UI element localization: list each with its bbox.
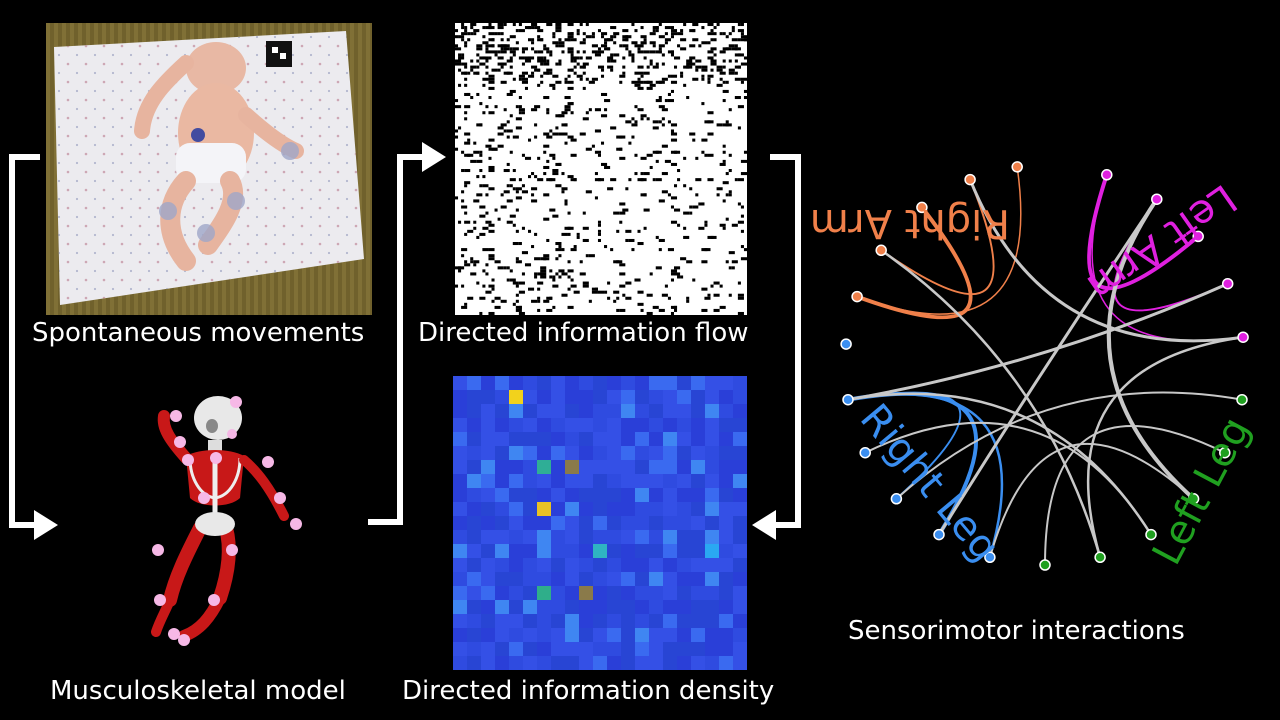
chord-node — [1094, 551, 1106, 564]
arrow-flow-to-density — [770, 154, 801, 528]
chord-link — [937, 198, 1159, 536]
chord-links — [847, 166, 1244, 566]
information-density-matrix — [453, 376, 747, 670]
chord-link — [895, 391, 1243, 500]
chord-node — [1219, 446, 1231, 459]
infant-photo — [46, 23, 372, 315]
chord-node — [875, 244, 887, 257]
chord-link — [880, 179, 995, 296]
arrow-right-icon — [422, 142, 446, 172]
chord-node — [1151, 193, 1163, 205]
chord-node — [1011, 161, 1023, 173]
chord-node — [1237, 331, 1249, 343]
information-flow-matrix — [455, 23, 751, 315]
infant-photo-illustration — [46, 23, 372, 315]
chord-node — [851, 290, 863, 303]
chord-node — [916, 201, 928, 214]
chord-link — [1086, 335, 1244, 558]
chord-link — [864, 421, 1152, 536]
musculoskeletal-model — [120, 378, 320, 658]
caption-directed-information-density: Directed information density — [402, 676, 775, 706]
chord-node — [890, 493, 903, 505]
chord-diagram: Right Arm Left Arm Right Leg Left Leg — [810, 161, 1259, 572]
chord-node — [964, 173, 976, 186]
arrow-photo-to-model — [9, 154, 40, 528]
chord-node — [1039, 559, 1051, 571]
chord-node — [1187, 493, 1200, 505]
arrow-left-icon — [752, 510, 776, 540]
information-density-heatmap — [453, 376, 747, 670]
chord-node — [842, 393, 854, 406]
label-right-arm: Right Arm — [810, 200, 1010, 246]
chord-node — [1101, 169, 1113, 181]
chord-link — [856, 166, 1022, 315]
chord-node — [1221, 277, 1234, 290]
chord-link — [968, 179, 1244, 343]
arrow-model-to-flow — [368, 154, 424, 525]
caption-directed-information-flow: Directed information flow — [418, 318, 749, 348]
chord-link — [1044, 425, 1226, 566]
caption-musculoskeletal-model: Musculoskeletal model — [50, 676, 346, 706]
chord-node — [1192, 230, 1204, 243]
chord-node — [859, 446, 871, 459]
chord-link — [847, 282, 1229, 402]
sensorimotor-interaction-diagram: Right Arm Left Arm Right Leg Left Leg — [810, 120, 1280, 610]
information-flow-matrix-plot — [455, 23, 751, 315]
chord-link — [988, 442, 1195, 558]
chord-link — [856, 206, 973, 320]
arrow-right-icon — [34, 510, 58, 540]
chord-node — [933, 528, 945, 541]
chord-link — [1106, 198, 1195, 501]
chord-node — [840, 338, 852, 350]
caption-spontaneous-movements: Spontaneous movements — [32, 318, 365, 348]
chord-node — [1236, 393, 1248, 406]
chord-link — [880, 249, 1102, 558]
chord-node — [984, 551, 996, 564]
caption-sensorimotor-interactions: Sensorimotor interactions — [848, 616, 1185, 646]
chord-node — [1145, 528, 1157, 541]
chord-nodes — [840, 161, 1249, 571]
skeleton-illustration — [151, 396, 302, 646]
